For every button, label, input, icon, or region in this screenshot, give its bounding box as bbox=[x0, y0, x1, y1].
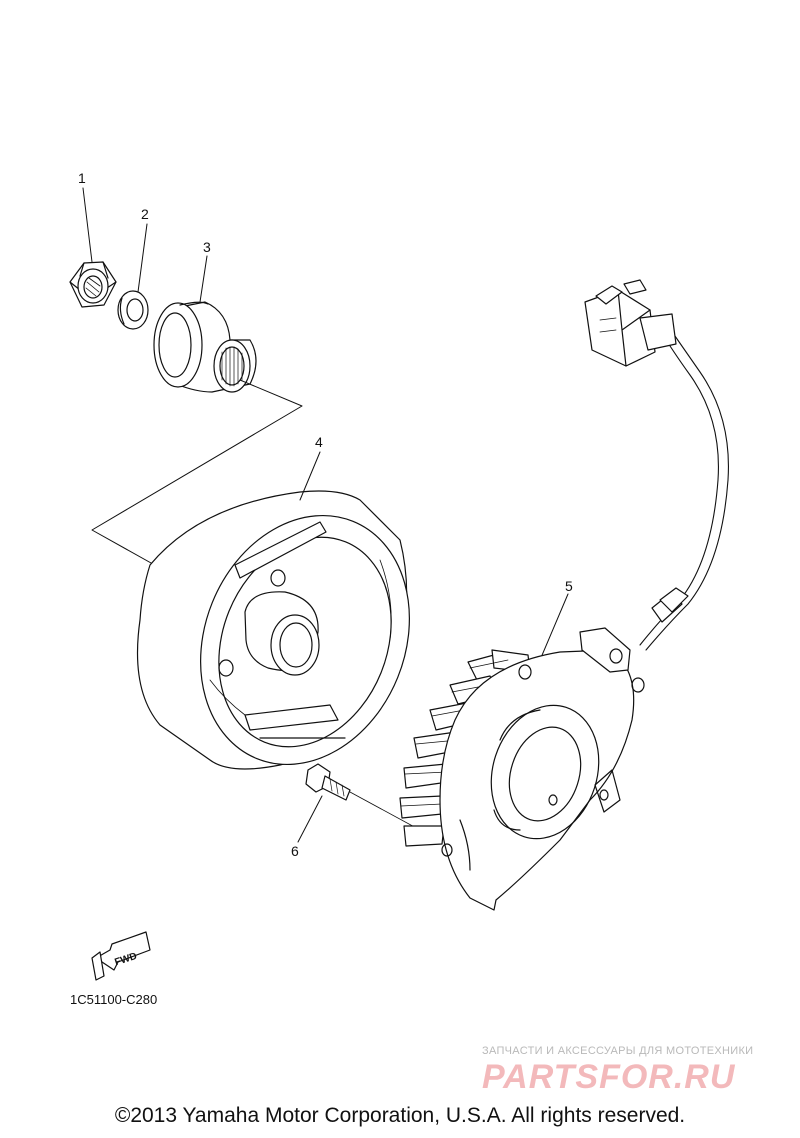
washer-part bbox=[117, 290, 149, 330]
callout-2: 4 bbox=[315, 434, 323, 450]
bolt-part bbox=[305, 763, 421, 831]
flywheel-rotor-part bbox=[136, 490, 410, 770]
fwd-arrow-icon bbox=[91, 931, 151, 981]
wire-connector bbox=[584, 279, 677, 367]
diagram-code: 1C51100-C280 bbox=[70, 992, 157, 1007]
callout-5: 2 bbox=[141, 206, 149, 222]
watermark-tagline: ЗАПЧАСТИ И АКСЕССУАРЫ ДЛЯ МОТОТЕХНИКИ bbox=[482, 1045, 754, 1057]
copyright-notice: ©2013 Yamaha Motor Corporation, U.S.A. A… bbox=[114, 1104, 686, 1127]
callout-4: 6 bbox=[291, 843, 299, 859]
stator-part bbox=[399, 627, 645, 911]
nut-part bbox=[69, 261, 117, 308]
callout-1: 3 bbox=[203, 239, 211, 255]
callout-6: 1 bbox=[78, 170, 86, 186]
callout-3: 5 bbox=[565, 578, 573, 594]
hub-sleeve-part bbox=[153, 301, 257, 393]
watermark-logo: PARTSFOR.RU bbox=[482, 1058, 736, 1096]
wire-harness bbox=[639, 325, 729, 651]
